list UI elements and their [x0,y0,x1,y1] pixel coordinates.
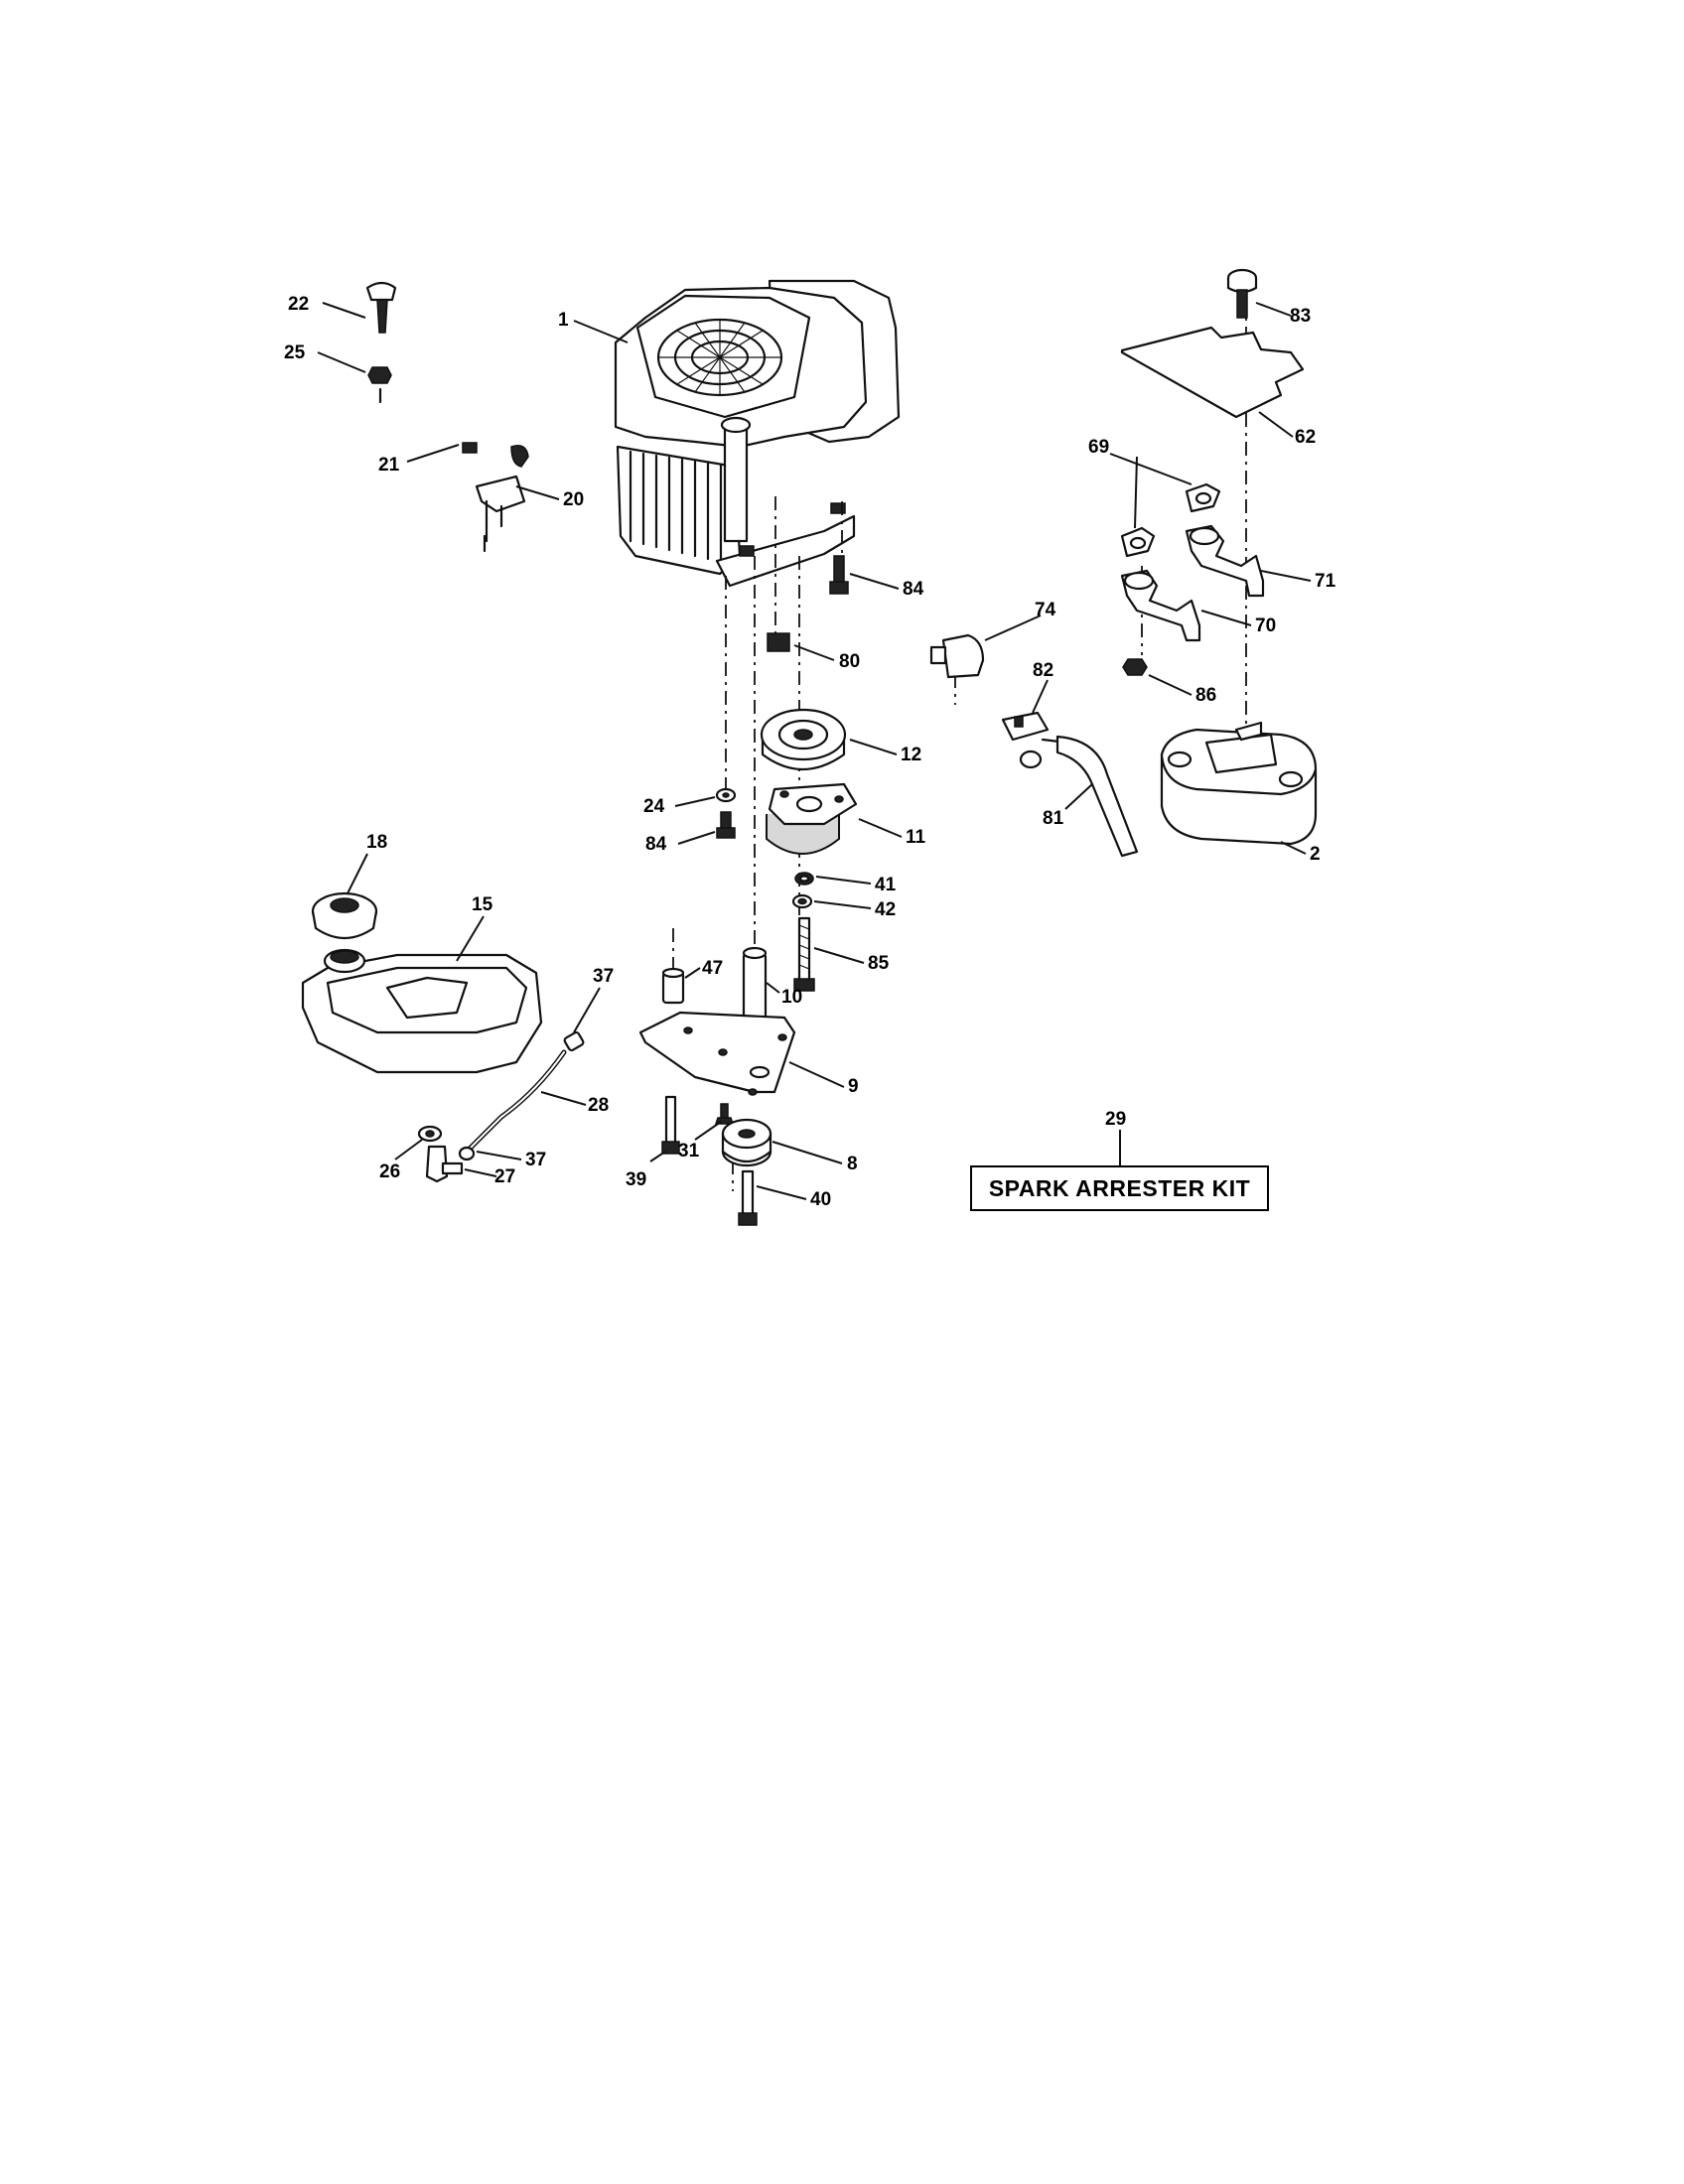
callout-25: 25 [284,342,306,363]
nut-86-part [1122,658,1148,676]
callout-84-lower: 84 [645,834,667,855]
spark-plug-boot-74-part [929,633,985,679]
fuel-hose-28-part [458,1030,585,1161]
callout-labels: 1 22 25 21 20 84 80 74 82 12 11 41 42 85… [284,294,1336,1210]
callout-22: 22 [288,294,309,315]
bolt-83-part [1226,268,1258,319]
callout-15: 15 [472,894,493,915]
exhaust-pipe-71-part [1185,524,1265,598]
control-bracket-part [462,442,529,553]
callout-10: 10 [781,987,802,1008]
callout-9: 9 [848,1076,859,1097]
callout-27: 27 [494,1166,515,1187]
fuel-fitting-26-27-part [417,1125,464,1183]
callout-37-upper: 37 [593,966,614,987]
callout-31: 31 [678,1141,700,1161]
fuel-tank-15-part [301,948,543,1074]
callout-8: 8 [847,1154,858,1174]
callout-74: 74 [1035,600,1056,620]
muffler-2-part [1160,721,1318,846]
engine-assembly [614,279,901,588]
spark-arrester-kit-label: SPARK ARRESTER KIT [988,1174,1251,1201]
spark-arrester-kit-box: SPARK ARRESTER KIT [970,1165,1269,1211]
connector-82-part [1001,711,1069,769]
exhaust-pipe-70-part [1120,569,1201,642]
gasket-69-part [1120,482,1221,558]
callout-47: 47 [702,958,723,979]
bolt-40-part [738,1169,758,1226]
callout-28: 28 [588,1095,609,1116]
bolt-31-part [714,1103,735,1125]
callout-40: 40 [810,1189,831,1210]
fuel-cap-18-part [311,891,378,939]
washers-41-42-part [791,872,814,909]
pulley-12-part [760,708,847,771]
callout-42: 42 [875,899,896,920]
callout-62: 62 [1295,427,1316,448]
spacer-47-part [661,967,685,1005]
callout-84-upper: 84 [903,579,924,600]
spacer-80-part [767,632,790,652]
callout-24: 24 [643,796,665,817]
bolt-39-part [661,1095,680,1155]
leader-lines [317,302,1312,1200]
callout-83: 83 [1290,306,1311,327]
callout-85: 85 [868,953,890,974]
bolt-84-upper [829,555,849,595]
callout-18: 18 [366,832,387,853]
callout-1: 1 [558,310,569,331]
callout-82: 82 [1033,660,1053,681]
callout-86: 86 [1195,685,1216,706]
callout-12: 12 [901,745,921,765]
hose-81-part [1055,735,1139,858]
callout-39: 39 [626,1169,646,1190]
idler-pulley-8-part [721,1118,772,1167]
bolt-84-lower [715,787,737,839]
callout-41: 41 [875,875,897,895]
callout-2: 2 [1310,844,1321,865]
bolt-85-part [793,916,815,992]
callout-69: 69 [1088,437,1109,458]
callout-37-lower: 37 [525,1150,546,1170]
heat-shield-62-part [1120,326,1305,419]
callout-71: 71 [1315,571,1336,592]
callout-70: 70 [1255,615,1276,636]
callout-29: 29 [1105,1109,1126,1130]
dipstick-part [365,281,397,404]
callout-80: 80 [839,651,860,672]
callout-11: 11 [906,827,926,848]
callout-20: 20 [563,489,584,510]
callout-81: 81 [1043,808,1064,829]
clutch-11-part [766,782,858,855]
callout-21: 21 [378,455,400,476]
callout-26: 26 [379,1161,400,1182]
spacer-10-part [742,946,768,1023]
bracket-9-part [638,1011,796,1096]
